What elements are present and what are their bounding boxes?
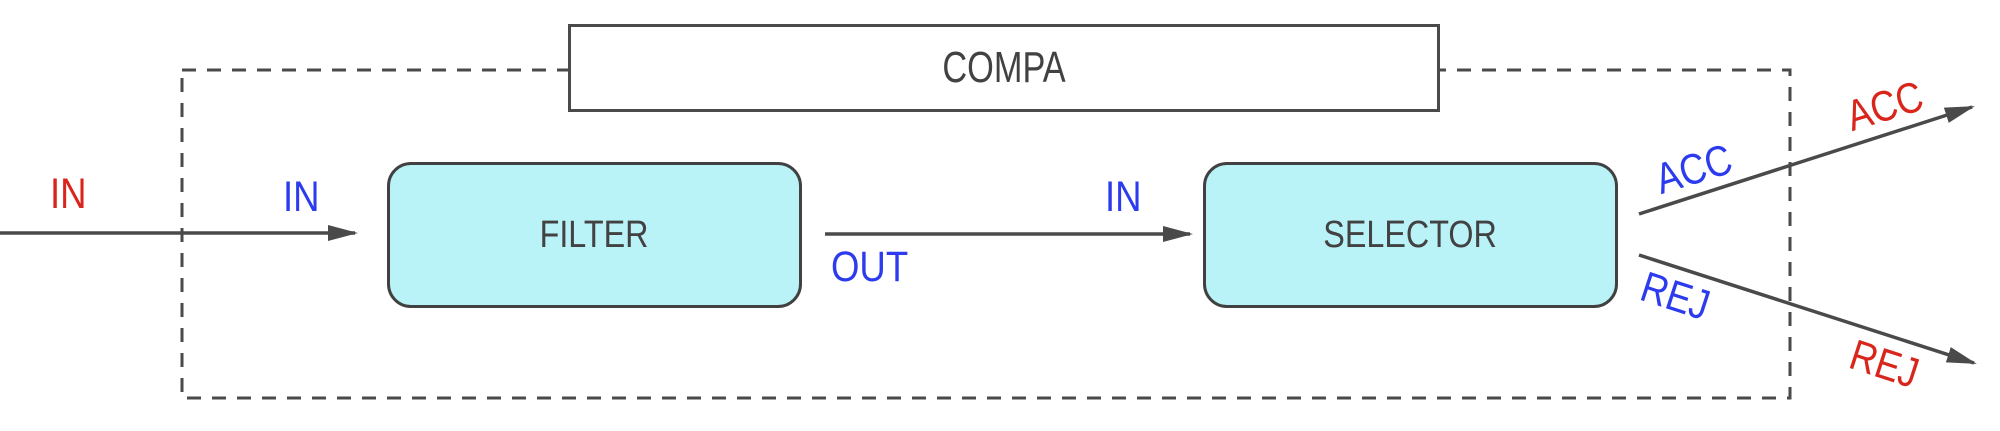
selector-label: SELECTOR (1323, 213, 1498, 256)
filter-label: FILTER (540, 213, 649, 256)
acc-output-arrow (1638, 105, 1975, 216)
filter-out-label: OUT (831, 243, 909, 291)
filter-block: FILTER (387, 162, 802, 308)
compa-box: COMPA (568, 24, 1440, 112)
selector-in-label: IN (1105, 173, 1142, 221)
compa-label: COMPA (942, 43, 1066, 92)
selector-block: SELECTOR (1203, 162, 1618, 308)
input-label-internal: IN (283, 173, 320, 221)
rej-output-arrow (1638, 253, 1977, 365)
input-label-external: IN (50, 170, 87, 218)
